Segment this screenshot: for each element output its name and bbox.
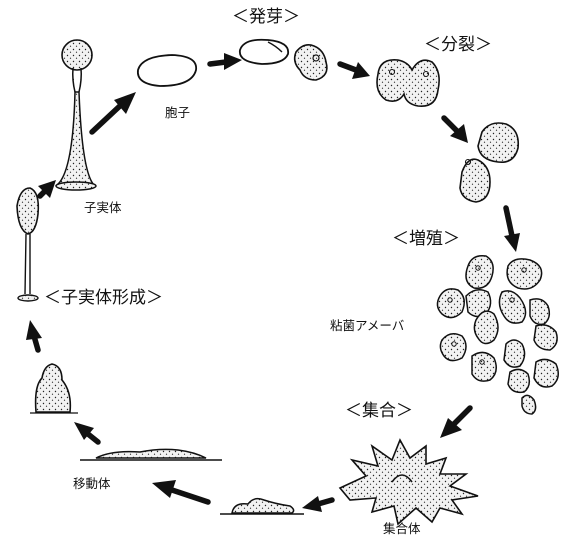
arrow-proliferation-to-aggregation: [454, 408, 470, 424]
culminating-slug-illustration: [30, 364, 78, 413]
fruiting-formation-label: ＜子実体形成＞: [44, 288, 163, 308]
slug-label: 移動体: [73, 476, 111, 491]
arrow-aggregate-to-slug: [318, 500, 332, 504]
arrow-spore-to-germination: [210, 62, 226, 64]
divided-amoebae-illustration: [460, 123, 518, 202]
arrow-germination-to-division: [340, 64, 356, 70]
proliferation-label: ＜増殖＞: [392, 229, 460, 249]
division-label: ＜分裂＞: [424, 35, 492, 55]
aggregation-label: ＜集合＞: [345, 401, 413, 421]
arrow-head: [504, 233, 520, 252]
germination-illustration: [240, 40, 327, 80]
arrow-fruiting-to-spore: [92, 104, 122, 132]
arrow-head: [26, 320, 42, 340]
aggregate-label: 集合体: [383, 521, 421, 536]
amoeba-cluster-illustration: [437, 256, 558, 414]
developing-fruiting-body-illustration: [17, 188, 38, 301]
arrow-migrating-to-culminant: [88, 434, 98, 442]
arrow-head: [152, 480, 176, 498]
arrow-amoebae-to-proliferation: [506, 208, 512, 236]
cycle-arrows: [26, 53, 520, 512]
arrow-head: [224, 53, 242, 70]
fruiting-body-label: 子実体: [84, 200, 122, 215]
arrow-division-to-amoebae: [444, 118, 458, 132]
spore-label: 胞子: [165, 105, 190, 120]
mature-fruiting-body-illustration: [56, 40, 96, 190]
spore-illustration: [138, 55, 196, 86]
arrow-slug-to-migrating: [172, 490, 208, 502]
early-slug-illustration: [220, 499, 304, 514]
amoeba-label: 粘菌アメーバ: [330, 318, 404, 333]
aggregate-illustration: [340, 440, 478, 524]
dividing-amoeba-illustration: [377, 60, 439, 106]
germination-label: ＜発芽＞: [232, 7, 300, 27]
arrow-head: [302, 496, 322, 512]
migrating-slug-illustration: [80, 449, 222, 460]
